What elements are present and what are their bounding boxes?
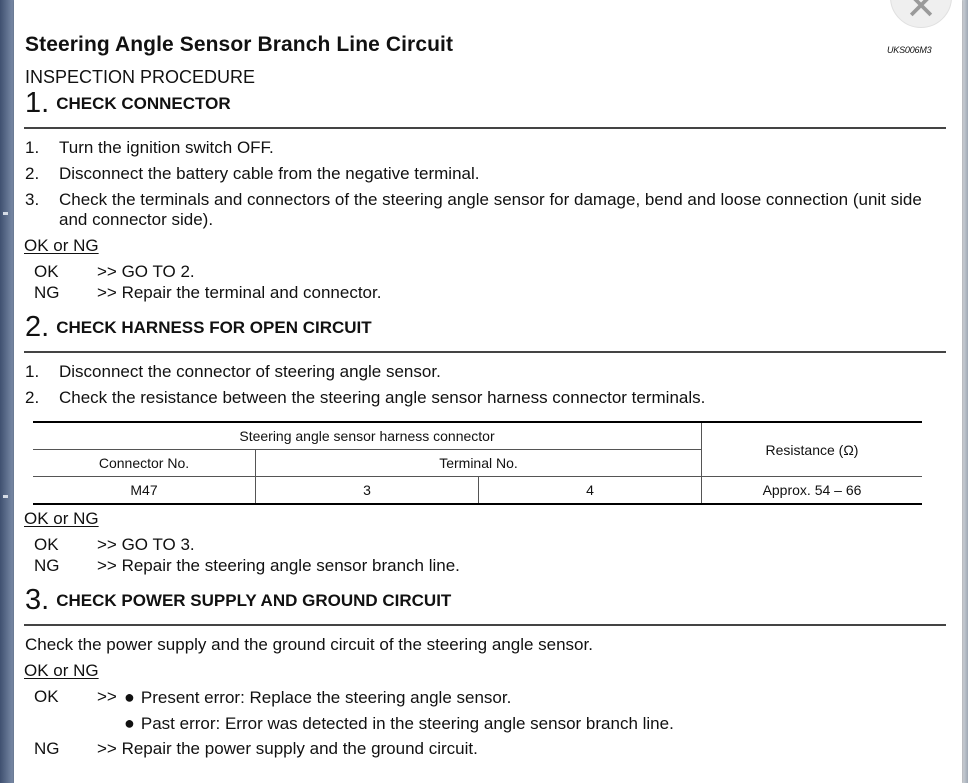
ok-action: >> GO TO 3.	[97, 535, 195, 554]
ng-label: NG	[34, 556, 60, 575]
table-cell: 3	[255, 476, 479, 505]
instruction-text: Check the terminals and connectors of th…	[59, 190, 922, 229]
step-3-heading: 3. CHECK POWER SUPPLY AND GROUND CIRCUIT	[25, 584, 451, 617]
ng-action: >> Repair the power supply and the groun…	[97, 739, 478, 758]
ok-prefix: >>	[97, 687, 117, 706]
right-scroll-edge[interactable]	[962, 0, 968, 783]
ng-label: NG	[34, 283, 60, 302]
section-divider	[24, 351, 946, 353]
document-page: ✕ Steering Angle Sensor Branch Line Circ…	[14, 0, 962, 783]
step-1-heading: 1. CHECK CONNECTOR	[25, 87, 231, 120]
ok-action: >> GO TO 2.	[97, 262, 195, 281]
step-title: CHECK POWER SUPPLY AND GROUND CIRCUIT	[56, 591, 452, 610]
procedure-heading: INSPECTION PROCEDURE	[25, 67, 256, 87]
instruction-text: Check the power supply and the ground ci…	[25, 635, 593, 654]
section-divider	[24, 127, 946, 129]
scroll-marker	[3, 212, 8, 215]
step-title: CHECK HARNESS FOR OPEN CIRCUIT	[56, 318, 372, 337]
left-scroll-edge[interactable]	[0, 0, 14, 783]
item-number: 3.	[25, 190, 40, 209]
item-number: 1.	[25, 138, 40, 157]
instruction-text: Disconnect the battery cable from the ne…	[59, 164, 480, 183]
bullet-text: Past error: Error was detected in the st…	[140, 714, 674, 733]
section-divider	[24, 624, 946, 626]
table-cell: 4	[478, 476, 702, 505]
instruction-text: Disconnect the connector of steering ang…	[59, 362, 441, 381]
step-2-heading: 2. CHECK HARNESS FOR OPEN CIRCUIT	[25, 311, 372, 344]
connector-header: Connector No.	[33, 449, 256, 477]
step-number: 3.	[25, 584, 50, 616]
document-code: UKS006M3	[887, 45, 932, 55]
table-cell: Approx. 54 – 66	[701, 476, 922, 505]
scroll-marker	[3, 495, 8, 498]
ok-bullet-item: ● Past error: Error was detected in the s…	[124, 713, 674, 734]
step-number: 2.	[25, 311, 50, 343]
bullet-icon: ●	[124, 687, 135, 707]
close-icon: ✕	[905, 0, 937, 28]
bullet-icon: ●	[124, 713, 135, 733]
table-row: M47 3 4 Approx. 54 – 66	[33, 476, 922, 505]
table-row: Connector No. Terminal No.	[33, 449, 922, 477]
instruction-text: Turn the ignition switch OFF.	[59, 138, 274, 157]
page-title: Steering Angle Sensor Branch Line Circui…	[25, 33, 454, 56]
step-title: CHECK CONNECTOR	[56, 94, 231, 113]
close-button[interactable]: ✕	[890, 0, 952, 28]
ng-action: >> Repair the terminal and connector.	[97, 283, 382, 302]
ok-bullet-item: ● Present error: Replace the steering ang…	[124, 687, 511, 708]
table-group-header: Steering angle sensor harness connector	[33, 421, 702, 450]
ok-label: OK	[34, 262, 59, 281]
terminal-header: Terminal No.	[255, 449, 702, 477]
resistance-header: Resistance (Ω)	[701, 421, 922, 477]
item-number: 1.	[25, 362, 40, 381]
ok-label: OK	[34, 535, 59, 554]
ok-or-ng-heading: OK or NG	[24, 509, 99, 528]
resistance-table: Steering angle sensor harness connector …	[33, 421, 922, 505]
table-row: Steering angle sensor harness connector …	[33, 421, 922, 477]
item-number: 2.	[25, 388, 40, 407]
instruction-text: Check the resistance between the steerin…	[59, 388, 706, 407]
ok-label: OK	[34, 687, 59, 706]
item-number: 2.	[25, 164, 40, 183]
ok-or-ng-heading: OK or NG	[24, 236, 99, 255]
ng-action: >> Repair the steering angle sensor bran…	[97, 556, 460, 575]
table-cell: M47	[33, 476, 256, 505]
ok-or-ng-heading: OK or NG	[24, 661, 99, 680]
ng-label: NG	[34, 739, 60, 758]
step-number: 1.	[25, 87, 50, 119]
bullet-text: Present error: Replace the steering angl…	[140, 688, 512, 707]
